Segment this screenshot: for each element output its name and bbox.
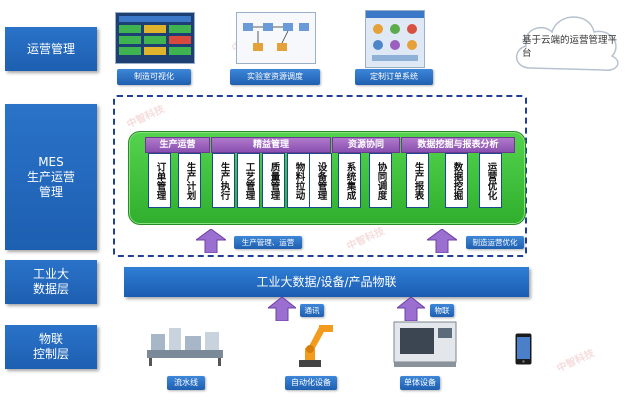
layer-mes: MES 生产运营 管理 [5,104,97,250]
manufacturing-visual-screenshot [115,12,195,64]
module-system-integration: 系统集成 [338,153,361,208]
layer-bigdata: 工业大 数据层 [5,260,97,304]
mes-arrow-label-right: 制造运营优化 [466,236,524,249]
mes-dashed-frame [113,95,527,257]
assembly-line-caption: 流水线 [167,376,205,390]
layer-iot: 物联 控制层 [5,325,97,369]
module-data-mining: 数据挖掘 [445,153,468,208]
standalone-equipment-caption: 单体设备 [400,376,440,390]
dashboard-graphic [119,16,191,55]
custom-order-caption: 定制订单系统 [355,69,433,85]
cnc-machine-icon [393,321,457,367]
module-order-management: 订单管理 [148,153,171,208]
iot-arrow-label-comm: 通讯 [300,304,324,317]
module-production-plan: 生产计划 [178,153,201,208]
module-production-execution: 生产执行 [212,153,235,208]
category-production-ops: 生产运营 [145,137,210,153]
category-resource-collab: 资源协同 [332,137,400,153]
module-collab-scheduling: 协同调度 [369,153,392,208]
category-data-mining: 数据挖掘与报表分析 [401,137,515,153]
manufacturing-visual-caption: 制造可视化 [117,69,191,85]
cloud-icon [516,16,619,71]
cloud-platform-label: 基于云端的运营管理平台 [522,35,618,59]
up-arrow-icon [268,297,296,321]
module-production-report: 生产报表 [406,153,429,208]
assembly-line-icon [147,328,223,366]
up-arrow-icon [196,229,226,253]
mobile-phone-icon [515,333,532,365]
lab-scheduling-caption: 实验室资源调度 [230,69,320,85]
mes-arrow-label-left: 生产管理、运营 [234,236,302,249]
lab-scheduling-screenshot [236,12,316,64]
module-process-management: 工艺管理 [237,153,260,208]
category-lean-management: 精益管理 [211,137,331,153]
automation-equipment-caption: 自动化设备 [285,376,337,390]
up-arrow-icon [427,229,457,253]
watermark: 中智科技 [555,347,597,375]
module-quality-management: 质量管理 [262,153,285,208]
module-operations-optimization: 运营优化 [479,153,502,208]
module-material-pull: 物料拉动 [287,153,310,208]
iot-arrow-label-iot: 物联 [430,304,454,317]
module-equipment-management: 设备管理 [309,153,332,208]
up-arrow-icon [397,297,425,321]
bigdata-bar: 工业大数据/设备/产品物联 [124,267,529,297]
layer-operations: 运营管理 [5,27,97,71]
custom-order-screenshot [365,10,425,68]
industrial-robot-icon [299,325,333,367]
app-grid-graphic [366,11,424,61]
flow-graphic [243,23,309,51]
